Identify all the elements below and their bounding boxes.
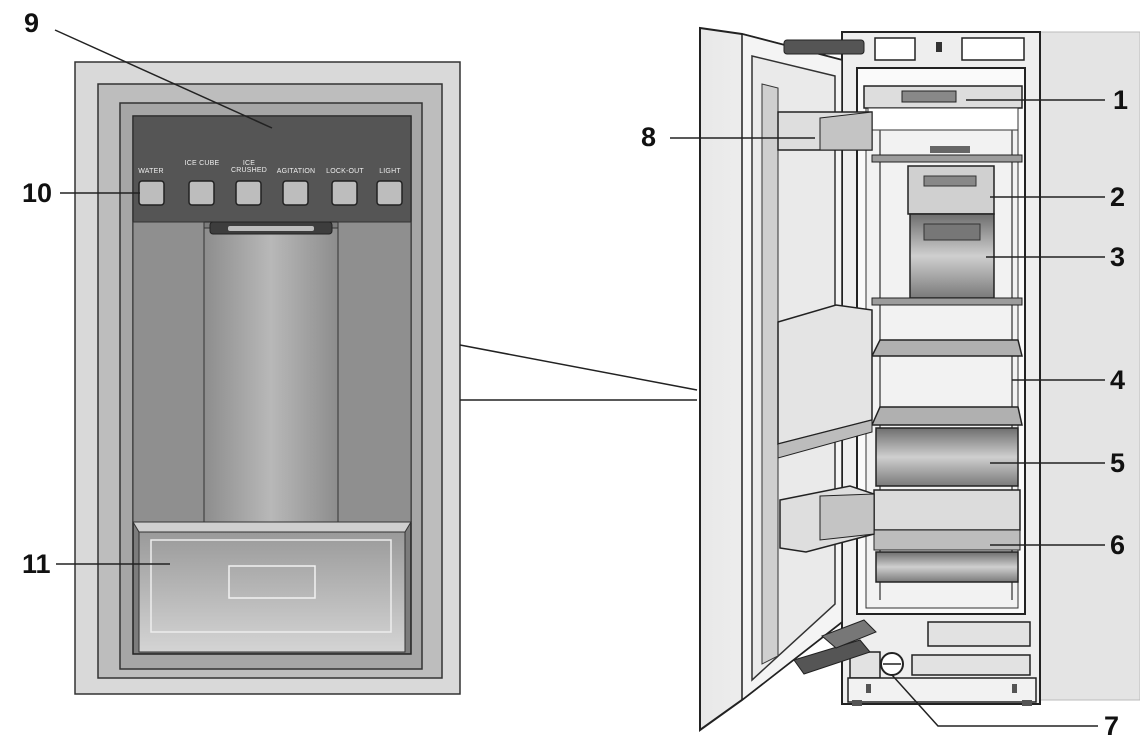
leader-7 — [891, 674, 1098, 727]
dispenser-button-agitation[interactable] — [282, 180, 309, 206]
dispenser-closeup — [74, 61, 461, 695]
callout-5: 5 — [1110, 448, 1126, 478]
dispenser-button-water[interactable] — [138, 180, 165, 206]
callout-8: 8 — [641, 122, 657, 152]
leader-9 — [54, 29, 273, 129]
leader-lines — [54, 29, 1105, 727]
callout-10: 10 — [22, 178, 53, 208]
zoom-connector-lines — [459, 344, 698, 401]
freezer-unit — [841, 31, 1140, 706]
dispenser-button-ice-cube[interactable] — [188, 180, 215, 206]
button-label-ice-crushed: ICE CRUSHED — [230, 160, 267, 174]
dispenser-button-lock-out[interactable] — [331, 180, 358, 206]
button-label-water: WATER — [138, 168, 164, 175]
callout-7: 7 — [1104, 711, 1120, 741]
freezer-door — [699, 26, 877, 732]
callout-2: 2 — [1110, 182, 1126, 212]
button-label-lock-out: LOCK-OUT — [326, 168, 364, 175]
callout-4: 4 — [1110, 365, 1126, 395]
callout-1: 1 — [1113, 85, 1129, 115]
dispenser-button-light[interactable] — [376, 180, 403, 206]
dispenser-button-ice-crushed[interactable] — [235, 180, 262, 206]
callout-3: 3 — [1110, 242, 1126, 272]
callout-9: 9 — [24, 8, 40, 38]
button-label-light: LIGHT — [379, 168, 401, 175]
callout-6: 6 — [1110, 530, 1126, 560]
callout-11: 11 — [22, 549, 51, 579]
button-label-ice-cube: ICE CUBE — [184, 160, 220, 167]
button-label-agitation: AGITATION — [276, 168, 316, 175]
